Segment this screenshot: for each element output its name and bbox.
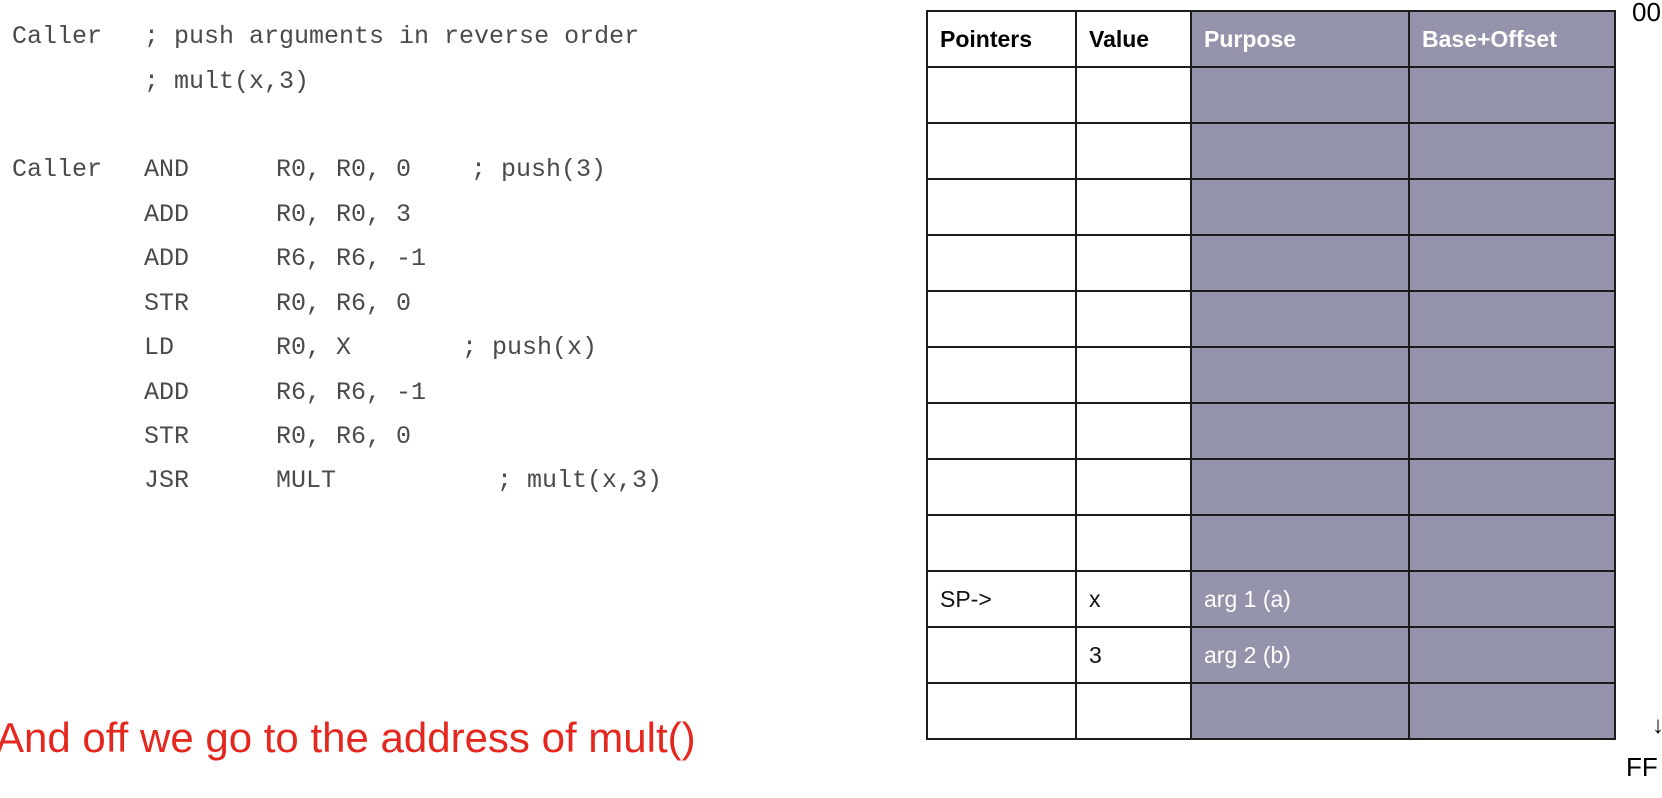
code-opcode: AND [144, 155, 190, 184]
pointer-cell [926, 122, 1077, 180]
purpose-cell: arg 1 (a) [1190, 570, 1410, 628]
pointer-cell [926, 626, 1077, 684]
table-row [926, 458, 1616, 516]
pointer-cell [926, 458, 1077, 516]
code-opcode: JSR [144, 466, 190, 495]
pointer-cell [926, 290, 1077, 348]
pointer-cell: SP-> [926, 570, 1077, 628]
pointer-cell [926, 66, 1077, 124]
table-header-row: Pointers Value Purpose Base+Offset [926, 10, 1616, 68]
table-row [926, 290, 1616, 348]
code-comment: ; mult(x,3) [144, 67, 310, 96]
code-args: MULT [276, 466, 337, 495]
value-cell [1075, 234, 1192, 292]
base-offset-cell [1408, 234, 1616, 292]
stack-frame-table: Pointers Value Purpose Base+Offset SP->x… [926, 10, 1616, 740]
value-cell [1075, 122, 1192, 180]
code-args: R6, R6, -1 [276, 244, 427, 273]
value-cell [1075, 66, 1192, 124]
purpose-cell [1190, 290, 1410, 348]
address-top-label: 00 [1632, 0, 1661, 27]
column-header-value: Value [1075, 10, 1192, 68]
purpose-cell [1190, 346, 1410, 404]
table-row [926, 402, 1616, 460]
code-comment: ; push(3) [471, 155, 607, 184]
base-offset-cell [1408, 514, 1616, 572]
code-comment: ; push arguments in reverse order [144, 22, 640, 51]
purpose-cell [1190, 234, 1410, 292]
code-opcode: ADD [144, 200, 190, 229]
base-offset-cell [1408, 570, 1616, 628]
column-header-base-offset: Base+Offset [1408, 10, 1616, 68]
purpose-cell [1190, 682, 1410, 740]
code-args: R0, R0, 0 [276, 155, 412, 184]
pointer-cell [926, 346, 1077, 404]
table-row [926, 66, 1616, 124]
purpose-cell [1190, 66, 1410, 124]
code-comment: ; push(x) [462, 333, 598, 362]
base-offset-cell [1408, 290, 1616, 348]
code-opcode: STR [144, 422, 190, 451]
base-offset-cell [1408, 66, 1616, 124]
value-cell [1075, 514, 1192, 572]
down-arrow-icon: ↓ [1652, 712, 1662, 739]
value-cell: 3 [1075, 626, 1192, 684]
purpose-cell [1190, 178, 1410, 236]
table-row [926, 234, 1616, 292]
code-args: R0, R6, 0 [276, 289, 412, 318]
column-header-pointers: Pointers [926, 10, 1077, 68]
code-opcode: ADD [144, 378, 190, 407]
purpose-cell [1190, 514, 1410, 572]
code-args: R0, X [276, 333, 352, 362]
value-cell: x [1075, 570, 1192, 628]
code-opcode: ADD [144, 244, 190, 273]
base-offset-cell [1408, 122, 1616, 180]
pointer-cell [926, 514, 1077, 572]
address-bottom-label: FF [1626, 752, 1658, 782]
code-args: R0, R6, 0 [276, 422, 412, 451]
base-offset-cell [1408, 682, 1616, 740]
value-cell [1075, 346, 1192, 404]
table-row [926, 514, 1616, 572]
value-cell [1075, 290, 1192, 348]
purpose-cell [1190, 402, 1410, 460]
value-cell [1075, 402, 1192, 460]
table-row [926, 346, 1616, 404]
base-offset-cell [1408, 346, 1616, 404]
base-offset-cell [1408, 626, 1616, 684]
base-offset-cell [1408, 178, 1616, 236]
value-cell [1075, 178, 1192, 236]
base-offset-cell [1408, 458, 1616, 516]
pointer-cell [926, 682, 1077, 740]
table-row [926, 122, 1616, 180]
code-label: Caller [12, 155, 103, 184]
code-args: R0, R0, 3 [276, 200, 412, 229]
code-label: Caller [12, 22, 103, 51]
purpose-cell [1190, 122, 1410, 180]
code-opcode: STR [144, 289, 190, 318]
value-cell [1075, 682, 1192, 740]
slide-note: And off we go to the address of mult() [0, 714, 696, 761]
pointer-cell [926, 234, 1077, 292]
base-offset-cell [1408, 402, 1616, 460]
purpose-cell: arg 2 (b) [1190, 626, 1410, 684]
pointer-cell [926, 402, 1077, 460]
code-args: R6, R6, -1 [276, 378, 427, 407]
purpose-cell [1190, 458, 1410, 516]
code-comment: ; mult(x,3) [497, 466, 663, 495]
code-opcode: LD [144, 333, 175, 362]
pointer-cell [926, 178, 1077, 236]
value-cell [1075, 458, 1192, 516]
column-header-purpose: Purpose [1190, 10, 1410, 68]
table-row [926, 178, 1616, 236]
table-row [926, 682, 1616, 740]
